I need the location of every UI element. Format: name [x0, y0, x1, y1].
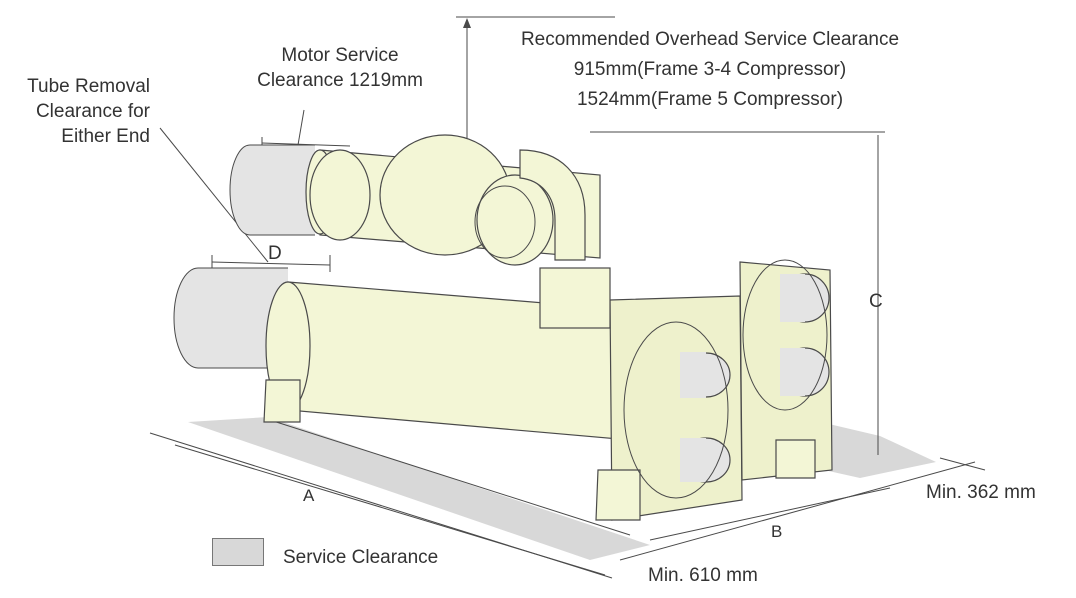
min-610-label: Min. 610 mm [648, 565, 758, 586]
tube-removal-line-1: Tube Removal [27, 76, 150, 97]
tube-removal-label: Tube Removal Clearance for Either End [0, 74, 150, 149]
tube-upper [250, 145, 315, 235]
dimension-lines [149, 16, 986, 579]
overhead-line-1: Recommended Overhead Service Clearance [520, 29, 900, 50]
bolt-rings [474, 185, 828, 499]
tube-removal-line-3: Either End [61, 126, 150, 147]
legend-label: Service Clearance [283, 547, 439, 568]
overhead-clearance-label: Recommended Overhead Service Clearance 9… [500, 25, 920, 115]
motor-clearance-line-2: Clearance 1219mm [257, 70, 423, 91]
dimension-a-label: A [303, 486, 315, 505]
clearance-area-right [806, 420, 936, 478]
motor-clearance-line-1: Motor Service [281, 45, 399, 66]
clearance-area-left [188, 417, 650, 560]
min-362-label: Min. 362 mm [926, 482, 1036, 503]
overhead-line-2: 915mm(Frame 3-4 Compressor) [573, 59, 847, 80]
dimension-d-label: D [268, 243, 282, 264]
dimension-b-label: B [771, 522, 783, 541]
overhead-line-3: 1524mm(Frame 5 Compressor) [576, 89, 844, 110]
tube-removal-line-2: Clearance for [35, 101, 150, 122]
arrow-up [463, 18, 471, 28]
dimension-c-label: C [869, 291, 883, 312]
legend-swatch [212, 538, 264, 566]
motor-clearance-label: Motor Service Clearance 1219mm [248, 43, 432, 93]
